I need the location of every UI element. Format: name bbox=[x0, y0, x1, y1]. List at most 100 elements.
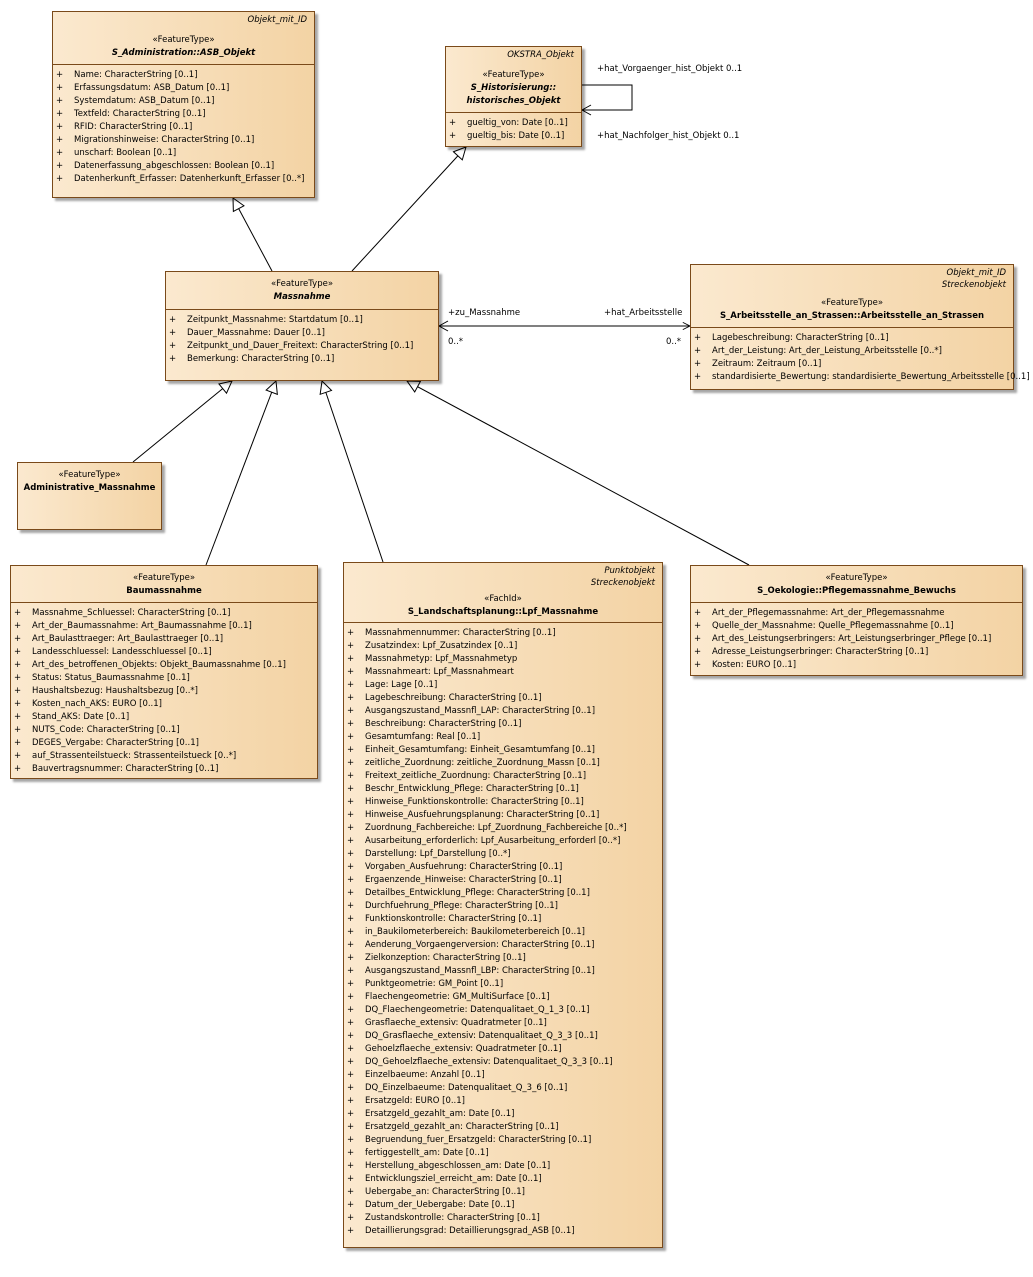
attribute: +Lage: Lage [0..1] bbox=[347, 680, 438, 690]
class-name: S_Arbeitsstelle_an_Strassen::Arbeitsstel… bbox=[719, 311, 985, 321]
class-administrative-massnahme[interactable]: «FeatureType» Administrative_Massnahme bbox=[17, 462, 162, 530]
association-multiplicity-right: 0..* bbox=[666, 337, 682, 347]
attribute: +Ersatzgeld_gezahlt_an: CharacterString … bbox=[347, 1122, 559, 1132]
self-association-role-bottom: +hat_Nachfolger_hist_Objekt 0..1 bbox=[597, 131, 740, 141]
class-asb-objekt[interactable]: Objekt_mit_ID «FeatureType» S_Administra… bbox=[52, 11, 315, 198]
attribute: +Zusatzindex: Lpf_Zusatzindex [0..1] bbox=[347, 641, 518, 651]
attribute: +Art_des_Leistungserbringers: Art_Leistu… bbox=[694, 634, 992, 644]
attribute: +NUTS_Code: CharacterString [0..1] bbox=[14, 725, 180, 735]
class-name: S_Landschaftsplanung::Lpf_Massnahme bbox=[407, 607, 599, 617]
attribute: +Zeitraum: Zeitraum [0..1] bbox=[694, 359, 822, 369]
class-stereotype: «FeatureType» bbox=[482, 70, 545, 80]
attribute: +Aenderung_Vorgaengerversion: CharacterS… bbox=[347, 940, 595, 950]
attribute: +standardisierte_Bewertung: standardisie… bbox=[694, 372, 1030, 382]
attribute: +Migrationshinweise: CharacterString [0.… bbox=[56, 135, 255, 145]
attribute: +Adresse_Leistungserbringer: CharacterSt… bbox=[694, 647, 929, 657]
attribute-list: +Zeitpunkt_Massnahme: Startdatum [0..1] … bbox=[166, 309, 438, 369]
attribute: +Datenherkunft_Erfasser: Datenherkunft_E… bbox=[56, 174, 305, 184]
class-stereotype: «FachId» bbox=[484, 594, 522, 604]
attribute: +Freitext_zeitliche_Zuordnung: Character… bbox=[347, 771, 587, 781]
class-name-line-1: S_Historisierung:: bbox=[470, 83, 557, 93]
attribute: +Name: CharacterString [0..1] bbox=[56, 70, 198, 80]
self-association-arrow bbox=[580, 104, 592, 116]
class-arbeitsstelle-an-strassen[interactable]: Objekt_mit_ID Streckenobjekt «FeatureTyp… bbox=[690, 264, 1030, 390]
attribute: +Detailbes_Entwicklung_Pflege: Character… bbox=[347, 888, 590, 898]
class-tag: Objekt_mit_ID bbox=[946, 268, 1006, 278]
attribute: +Landesschluessel: Landesschluessel [0..… bbox=[14, 647, 212, 657]
generalization-massnahme-historisches-objekt bbox=[351, 147, 466, 272]
attribute: +Uebergabe_an: CharacterString [0..1] bbox=[347, 1187, 525, 1197]
class-historisches-objekt[interactable]: OKSTRA_Objekt «FeatureType» S_Historisie… bbox=[445, 46, 582, 147]
attribute: +Quelle_der_Massnahme: Quelle_Pflegemass… bbox=[694, 621, 954, 631]
attribute: +fertiggestellt_am: Date [0..1] bbox=[347, 1148, 489, 1158]
class-tag: OKSTRA_Objekt bbox=[507, 50, 574, 60]
class-name: Baumassnahme bbox=[126, 586, 202, 596]
attribute: +Ausarbeitung_erforderlich: Lpf_Ausarbei… bbox=[347, 836, 621, 846]
attribute: +Funktionskontrolle: CharacterString [0.… bbox=[347, 914, 542, 924]
class-massnahme[interactable]: «FeatureType» Massnahme +Zeitpunkt_Massn… bbox=[165, 271, 439, 381]
attribute: +unscharf: Boolean [0..1] bbox=[56, 148, 177, 158]
attribute: +zeitliche_Zuordnung: zeitliche_Zuordnun… bbox=[347, 758, 600, 768]
attribute: +Haushaltsbezug: Haushaltsbezug [0..*] bbox=[14, 686, 198, 696]
class-tag: Objekt_mit_ID bbox=[247, 15, 307, 25]
attribute: +Flaechengeometrie: GM_MultiSurface [0..… bbox=[347, 992, 550, 1002]
attribute: +gueltig_von: Date [0..1] bbox=[449, 118, 568, 128]
class-tag: Streckenobjekt bbox=[941, 280, 1006, 290]
attribute: +Textfeld: CharacterString [0..1] bbox=[56, 109, 206, 119]
attribute: +Zeitpunkt_und_Dauer_Freitext: Character… bbox=[169, 341, 414, 351]
generalization-baumassnahme bbox=[205, 381, 276, 566]
attribute: +DQ_Flaechengeometrie: Datenqualitaet_Q_… bbox=[347, 1005, 590, 1015]
attribute: +DQ_Grasflaeche_extensiv: Datenqualitaet… bbox=[347, 1031, 598, 1041]
attribute: +Zeitpunkt_Massnahme: Startdatum [0..1] bbox=[169, 315, 363, 325]
attribute: +Kosten: EURO [0..1] bbox=[694, 660, 797, 670]
class-pflegemassnahme-bewuchs[interactable]: «FeatureType» S_Oekologie::Pflegemassnah… bbox=[690, 565, 1023, 676]
attribute: +Begruendung_fuer_Ersatzgeld: CharacterS… bbox=[347, 1135, 592, 1145]
attribute: +Gehoelzflaeche_extensiv: Quadratmeter [… bbox=[347, 1044, 562, 1054]
attribute: +Einzelbaeume: Anzahl [0..1] bbox=[347, 1070, 485, 1080]
attribute: +Kosten_nach_AKS: EURO [0..1] bbox=[14, 699, 162, 709]
attribute: +Zielkonzeption: CharacterString [0..1] bbox=[347, 953, 526, 963]
attribute: +Herstellung_abgeschlossen_am: Date [0..… bbox=[347, 1161, 551, 1171]
attribute: +Erfassungsdatum: ASB_Datum [0..1] bbox=[56, 83, 230, 93]
class-tag: Streckenobjekt bbox=[590, 578, 655, 588]
attribute-list: +Art_der_Pflegemassnahme: Art_der_Pflege… bbox=[691, 602, 1022, 675]
attribute: +Ersatzgeld_gezahlt_am: Date [0..1] bbox=[347, 1109, 515, 1119]
attribute: +Zuordnung_Fachbereiche: Lpf_Zuordnung_F… bbox=[347, 823, 627, 833]
attribute: +Bemerkung: CharacterString [0..1] bbox=[169, 354, 335, 364]
attribute: +Ausgangszustand_Massnfl_LBP: CharacterS… bbox=[347, 966, 595, 976]
class-lpf-massnahme[interactable]: Punktobjekt Streckenobjekt «FachId» S_La… bbox=[343, 562, 663, 1248]
attribute: +Darstellung: Lpf_Darstellung [0..*] bbox=[347, 849, 511, 859]
attribute: +Hinweise_Funktionskontrolle: CharacterS… bbox=[347, 797, 584, 807]
attribute: +Art_des_betroffenen_Objekts: Objekt_Bau… bbox=[14, 660, 286, 670]
attribute-list: +Name: CharacterString [0..1] +Erfassung… bbox=[53, 64, 314, 189]
attribute: +Ersatzgeld: EURO [0..1] bbox=[347, 1096, 465, 1106]
class-name: S_Oekologie::Pflegemassnahme_Bewuchs bbox=[757, 586, 956, 596]
attribute: +Systemdatum: ASB_Datum [0..1] bbox=[56, 96, 215, 106]
class-stereotype: «FeatureType» bbox=[270, 279, 334, 289]
generalization-administrative-massnahme bbox=[132, 381, 232, 463]
class-stereotype: «FeatureType» bbox=[820, 298, 884, 308]
class-name-line-2: historisches_Objekt bbox=[466, 96, 561, 106]
class-tag: Punktobjekt bbox=[604, 566, 655, 576]
attribute: +Zustandskontrolle: CharacterString [0..… bbox=[347, 1213, 540, 1223]
attribute: +Dauer_Massnahme: Dauer [0..1] bbox=[169, 328, 325, 338]
attribute: +Entwicklungsziel_erreicht_am: Date [0..… bbox=[347, 1174, 542, 1184]
self-association-historisches-objekt bbox=[582, 84, 633, 111]
class-stereotype: «FeatureType» bbox=[132, 573, 196, 583]
class-name: S_Administration::ASB_Objekt bbox=[111, 48, 256, 58]
generalization-massnahme-asb-objekt bbox=[233, 198, 273, 272]
attribute: +Beschr_Entwicklung_Pflege: CharacterStr… bbox=[347, 784, 579, 794]
attribute: +Einheit_Gesamtumfang: Einheit_Gesamtumf… bbox=[347, 745, 595, 755]
attribute: +Stand_AKS: Date [0..1] bbox=[14, 712, 130, 722]
attribute: +Massnahmeart: Lpf_Massnahmeart bbox=[347, 667, 514, 677]
class-baumassnahme[interactable]: «FeatureType» Baumassnahme +Massnahme_Sc… bbox=[10, 565, 318, 779]
attribute: +Durchfuehrung_Pflege: CharacterString [… bbox=[347, 901, 558, 911]
self-association-role-top: +hat_Vorgaenger_hist_Objekt 0..1 bbox=[597, 64, 743, 74]
generalization-lpf-massnahme bbox=[322, 381, 384, 563]
attribute: +Status: Status_Baumassnahme [0..1] bbox=[14, 673, 190, 683]
attribute: +Detaillierungsgrad: Detaillierungsgrad_… bbox=[347, 1226, 575, 1236]
attribute: +Punktgeometrie: GM_Point [0..1] bbox=[347, 979, 504, 989]
attribute: +Massnahmennummer: CharacterString [0..1… bbox=[347, 628, 556, 638]
association-arrow-left bbox=[437, 320, 449, 332]
class-stereotype: «FeatureType» bbox=[152, 35, 215, 45]
